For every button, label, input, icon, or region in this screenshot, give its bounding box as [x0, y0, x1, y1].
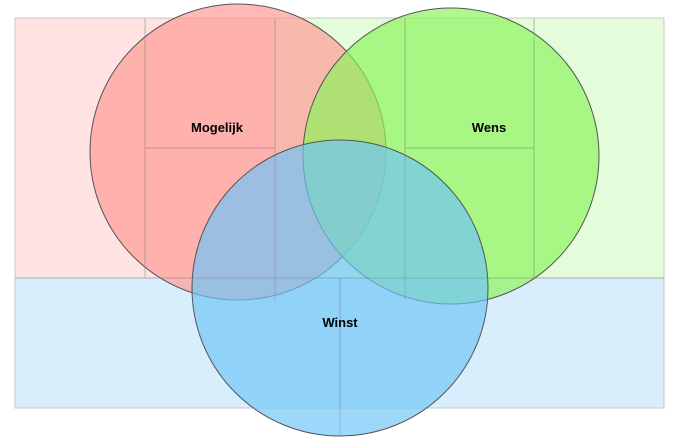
wens-label: Wens	[472, 120, 506, 135]
winst-label: Winst	[322, 315, 358, 330]
mogelijk-label: Mogelijk	[191, 120, 244, 135]
winst-circle	[191, 139, 489, 437]
